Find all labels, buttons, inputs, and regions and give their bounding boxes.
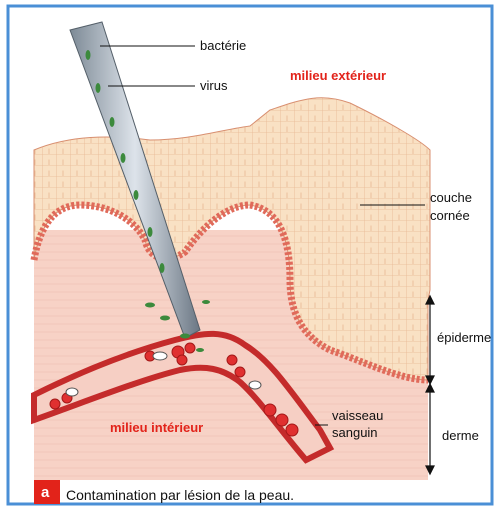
label-outer-environment: milieu extérieur [290,68,386,83]
caption-text: Contamination par lésion de la peau. [66,487,294,503]
label-vessel-1: vaisseau [332,408,383,423]
label-horny-layer-1: couche [430,190,472,205]
label-dermis: derme [442,428,479,443]
label-virus: virus [200,78,228,93]
label-epidermis: épiderme [437,330,491,345]
caption-badge-letter: a [41,484,50,501]
label-bacteria: bactérie [200,38,246,53]
label-horny-layer-2: cornée [430,208,470,223]
label-vessel-2: sanguin [332,425,378,440]
label-inner-environment: milieu intérieur [110,420,203,435]
